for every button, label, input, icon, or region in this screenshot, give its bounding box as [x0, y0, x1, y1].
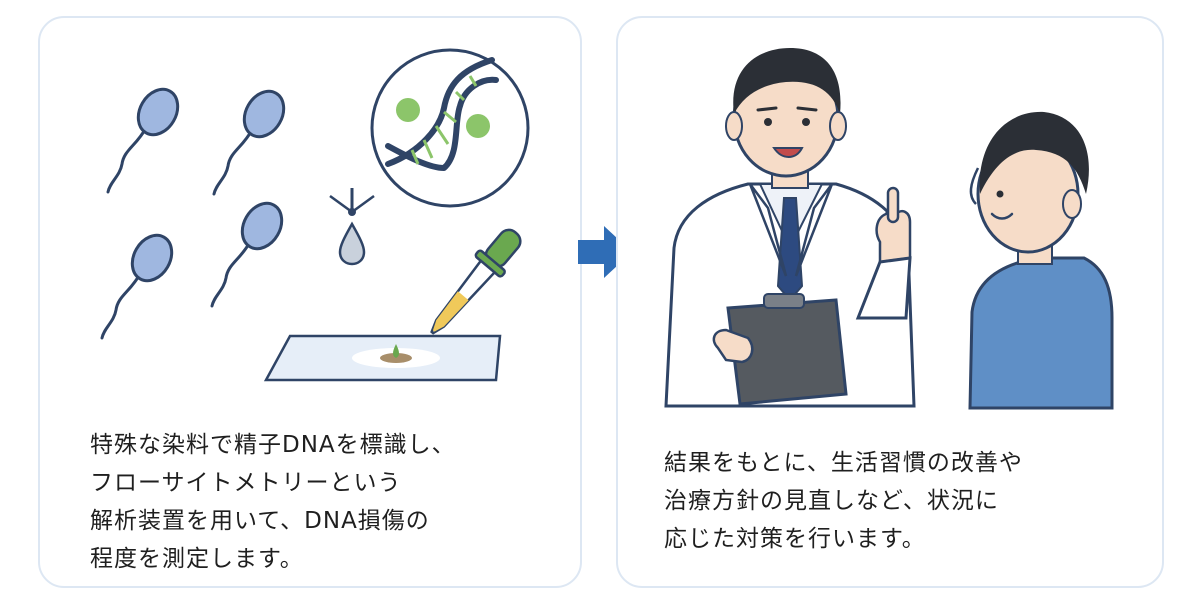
caption-line: 解析装置を用いて、DNA損傷の [90, 508, 430, 534]
caption-line: 応じた対策を行います。 [664, 526, 926, 552]
action-description: 結果をもとに、生活習慣の改善や 治療方針の見直しなど、状況に 応じた対策を行いま… [664, 444, 1023, 558]
sperm-icon [212, 89, 286, 196]
sperm-icon [210, 201, 284, 308]
dropper-icon [430, 228, 522, 335]
caption-line: 治療方針の見直しなど、状況に [664, 488, 999, 514]
right-arrow-icon [578, 226, 632, 278]
doctor-figure [664, 48, 916, 408]
lab-illustration [100, 48, 530, 382]
process-description: 特殊な染料で精子DNAを標識し、 フローサイトメトリーという 解析装置を用いて、… [90, 426, 456, 578]
lab-process-panel: 特殊な染料で精子DNAを標識し、 フローサイトメトリーという 解析装置を用いて、… [38, 16, 582, 588]
microscope-slide-icon [263, 334, 502, 382]
consultation-panel: 結果をもとに、生活習慣の改善や 治療方針の見直しなど、状況に 応じた対策を行いま… [616, 16, 1164, 588]
caption-line: 結果をもとに、生活習慣の改善や [664, 450, 1023, 476]
patient-figure [968, 111, 1114, 410]
dna-helix-icon [329, 48, 530, 216]
sperm-icon [106, 87, 180, 194]
caption-line: 特殊な染料で精子DNAを標識し、 [90, 432, 456, 458]
clipboard-icon [726, 293, 848, 406]
sperm-icon [100, 233, 174, 340]
consultation-illustration [664, 48, 1114, 410]
drop-icon [338, 221, 366, 266]
caption-line: フローサイトメトリーという [90, 470, 402, 496]
caption-line: 程度を測定します。 [90, 546, 304, 572]
